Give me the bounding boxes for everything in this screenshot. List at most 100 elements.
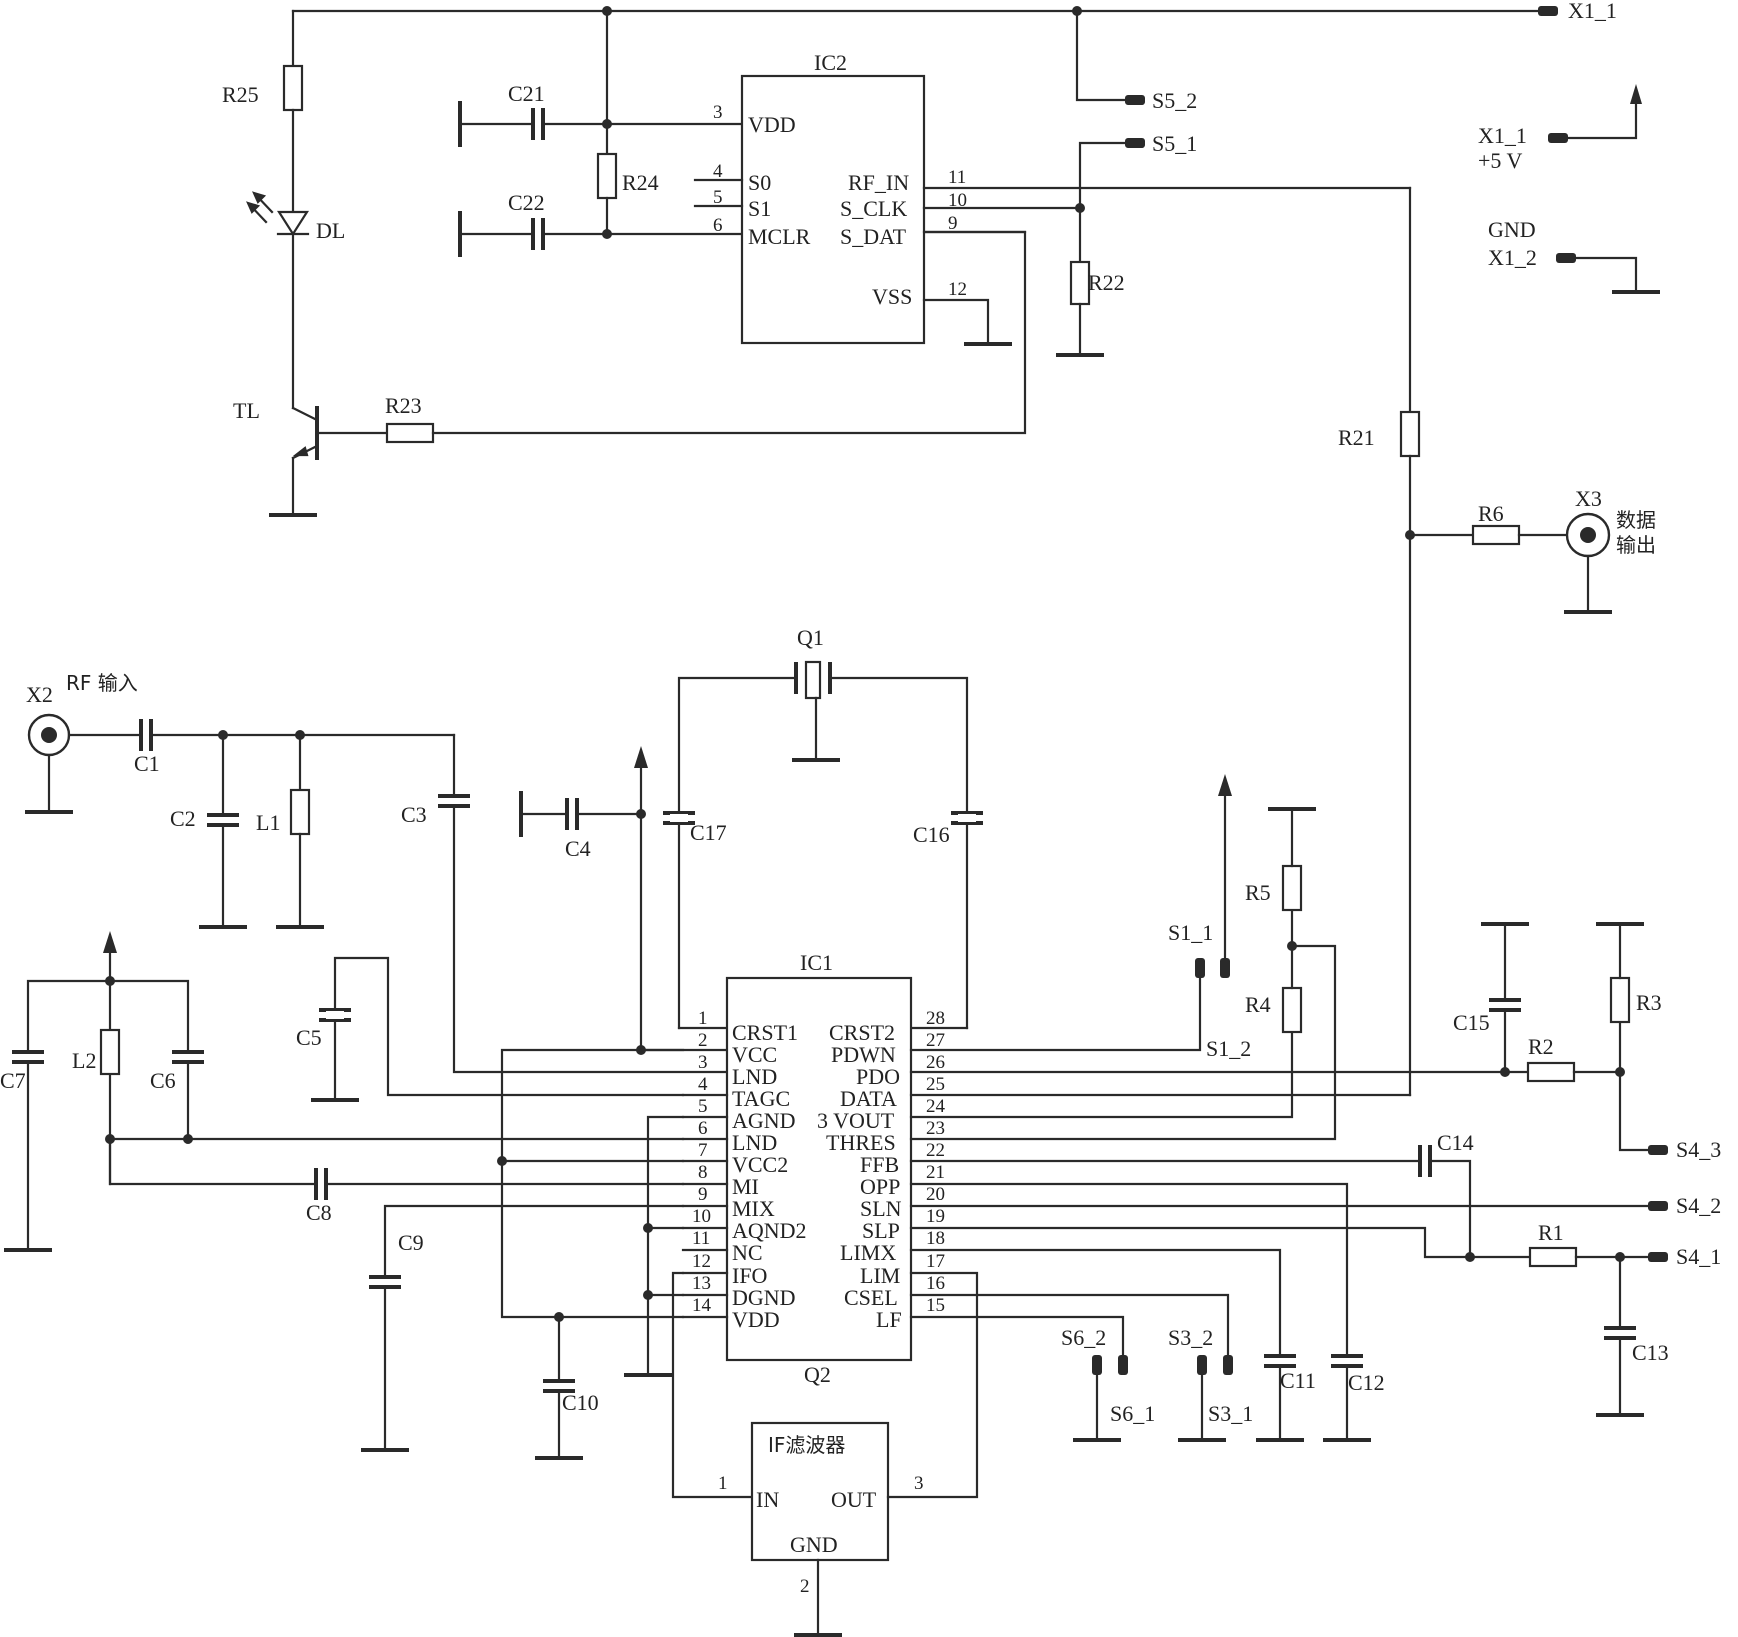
dl-label: DL bbox=[316, 218, 345, 243]
ic1-pin-num: 28 bbox=[926, 1008, 945, 1029]
ic1-pin-label: MIX bbox=[732, 1196, 775, 1221]
c17-label: C17 bbox=[690, 820, 727, 845]
ic1-pin-label: AGND bbox=[732, 1108, 796, 1133]
ic2-pin-label: S0 bbox=[748, 170, 771, 195]
if-filter-gnd-label: GND bbox=[790, 1532, 838, 1557]
ic1-pin-label: CRST2 bbox=[829, 1020, 895, 1045]
ic1-pin-label: AQND2 bbox=[732, 1218, 807, 1243]
ic1-pin-num: 1 bbox=[698, 1008, 708, 1029]
rf-input-label: RF 输入 bbox=[66, 671, 138, 695]
c22-label: C22 bbox=[508, 190, 545, 215]
r4-resistor bbox=[1281, 986, 1303, 1034]
ic2-pin-num: 4 bbox=[713, 161, 723, 182]
ic1-pin-num: 8 bbox=[698, 1162, 708, 1183]
dl-led bbox=[276, 210, 310, 237]
ic2-pin-num: 6 bbox=[713, 215, 723, 236]
if-filter-block bbox=[750, 1421, 890, 1562]
ic1-pin-label: SLP bbox=[862, 1218, 900, 1243]
r2-resistor bbox=[1526, 1061, 1576, 1083]
gnd-legend-label: GND bbox=[1488, 217, 1536, 242]
ic1-pin-label: PDWN bbox=[831, 1042, 896, 1067]
x1-1-top-label: X1_1 bbox=[1568, 0, 1617, 23]
ic1-pin-num: 6 bbox=[698, 1118, 708, 1139]
c8-label: C8 bbox=[306, 1200, 332, 1225]
ic1-pin-label: FFB bbox=[860, 1152, 899, 1177]
c10-label: C10 bbox=[562, 1390, 599, 1415]
c15-label: C15 bbox=[1453, 1010, 1490, 1035]
s5-2-label: S5_2 bbox=[1152, 88, 1197, 113]
ic1-pin-label: LND bbox=[732, 1130, 777, 1155]
s3-2-label: S3_2 bbox=[1168, 1325, 1213, 1350]
ic1-pin-num: 26 bbox=[926, 1052, 945, 1073]
c5-label: C5 bbox=[296, 1025, 322, 1050]
c21-label: C21 bbox=[508, 81, 545, 106]
s4-3-label: S4_3 bbox=[1676, 1137, 1721, 1162]
ic2-pin-num: 5 bbox=[713, 187, 723, 208]
ic1-pin-label: VCC2 bbox=[732, 1152, 788, 1177]
ic1-pin-label: CRST1 bbox=[732, 1020, 798, 1045]
ic1-pin-label: NC bbox=[732, 1240, 763, 1265]
if-filter-pin-out: 3 bbox=[914, 1473, 924, 1494]
if-filter-pin-gnd: 2 bbox=[800, 1576, 810, 1597]
ic1-pin-num: 4 bbox=[698, 1074, 708, 1095]
ic1-pin-label: OPP bbox=[860, 1174, 900, 1199]
ic1-pin-label: LF bbox=[876, 1307, 902, 1332]
ic2-pin-num: 3 bbox=[713, 102, 723, 123]
ic1-pin-label: THRES bbox=[826, 1130, 896, 1155]
ic1-pin-label: LIM bbox=[860, 1263, 900, 1288]
if-filter-title: IF滤波器 bbox=[768, 1433, 845, 1457]
r1-resistor bbox=[1528, 1246, 1578, 1268]
r22-resistor bbox=[1069, 260, 1091, 306]
x2-label: X2 bbox=[26, 682, 53, 707]
r25-label: R25 bbox=[222, 82, 259, 107]
x3-desc-line2: 输出 bbox=[1616, 533, 1656, 557]
r5-label: R5 bbox=[1245, 880, 1271, 905]
if-filter-in-label: IN bbox=[756, 1487, 779, 1512]
c7-label: C7 bbox=[0, 1068, 26, 1093]
ic2-label: IC2 bbox=[814, 50, 847, 75]
ic2-pin-label: S_DAT bbox=[840, 224, 907, 249]
r24-resistor bbox=[596, 152, 618, 200]
ic1-pin-num: 17 bbox=[926, 1251, 945, 1272]
ic2-pin-num: 9 bbox=[948, 213, 958, 234]
ic1-label: IC1 bbox=[800, 950, 833, 975]
l2-label: L2 bbox=[72, 1048, 96, 1073]
x3-label: X3 bbox=[1575, 486, 1602, 511]
ic1-pin-label: 3 VOUT bbox=[817, 1108, 895, 1133]
s1-1-label: S1_1 bbox=[1168, 920, 1213, 945]
ic2-pin-label: S1 bbox=[748, 196, 771, 221]
ic1-pin-num: 7 bbox=[698, 1140, 708, 1161]
c6-label: C6 bbox=[150, 1068, 176, 1093]
ic1-pin-label: DGND bbox=[732, 1285, 796, 1310]
ic1-pin-num: 23 bbox=[926, 1118, 945, 1139]
l1-inductor bbox=[289, 788, 311, 836]
c16-label: C16 bbox=[913, 822, 950, 847]
ic1-pin-label: CSEL bbox=[844, 1285, 898, 1310]
ic2-pin-label: VSS bbox=[872, 284, 912, 309]
x3-desc-line1: 数据 bbox=[1616, 508, 1656, 532]
ic1-pin-label: LND bbox=[732, 1064, 777, 1089]
r3-resistor bbox=[1609, 976, 1631, 1024]
ic2-pin-num: 11 bbox=[948, 167, 966, 188]
tl-label: TL bbox=[233, 398, 260, 423]
ic1-pin-num: 27 bbox=[926, 1030, 945, 1051]
s5-1-label: S5_1 bbox=[1152, 131, 1197, 156]
ic1-pin-label: PDO bbox=[856, 1064, 900, 1089]
r6-resistor bbox=[1471, 524, 1521, 546]
ic1-pin-label: VCC bbox=[732, 1042, 777, 1067]
ic2-pin-label: S_CLK bbox=[840, 196, 907, 221]
ic1-pin-label: SLN bbox=[860, 1196, 902, 1221]
ic1-pin-num: 21 bbox=[926, 1162, 945, 1183]
plus-5v-label: +5 V bbox=[1478, 148, 1523, 173]
r4-label: R4 bbox=[1245, 992, 1271, 1017]
ic1-pin-num: 3 bbox=[698, 1052, 708, 1073]
if-filter-out-label: OUT bbox=[831, 1487, 877, 1512]
x1-1-legend-label: X1_1 bbox=[1478, 123, 1527, 148]
ic1-pin-label: LIMX bbox=[840, 1240, 896, 1265]
c9-label: C9 bbox=[398, 1230, 424, 1255]
r2-label: R2 bbox=[1528, 1034, 1554, 1059]
r23-label: R23 bbox=[385, 393, 422, 418]
r22-label: R22 bbox=[1088, 270, 1125, 295]
ic2-pin-label: VDD bbox=[748, 112, 796, 137]
